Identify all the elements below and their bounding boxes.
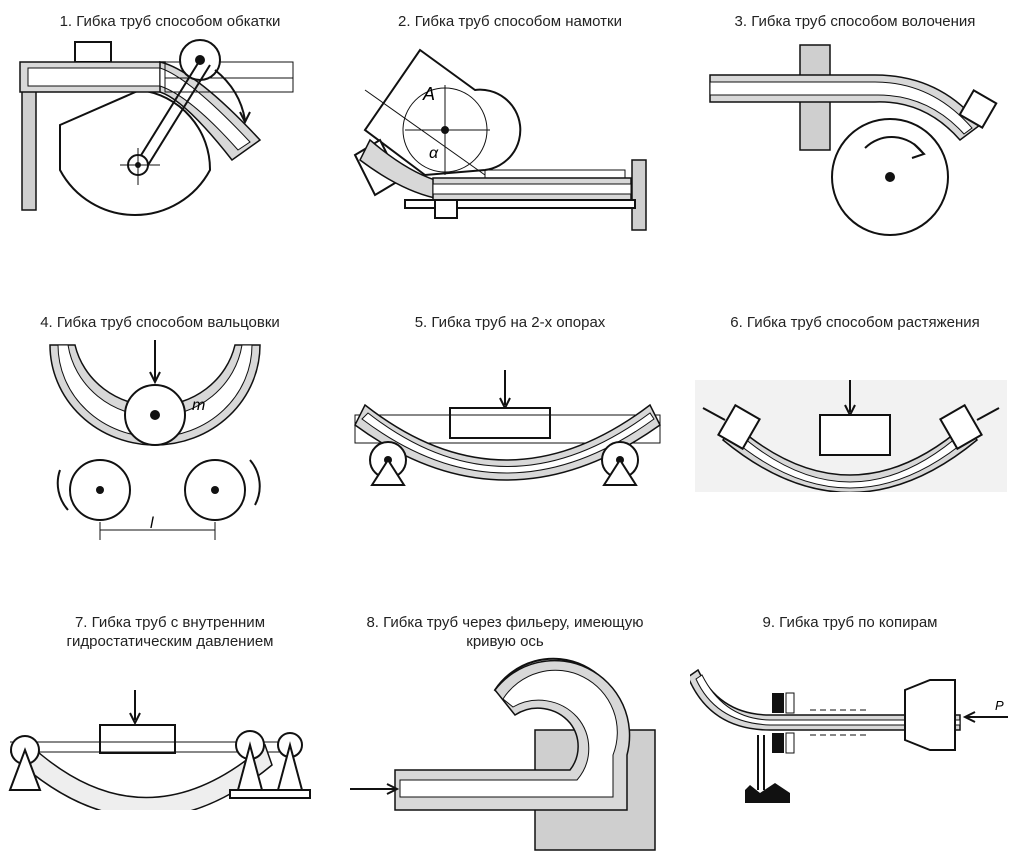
caption-8: 8. Гибка труб через фильеру, имеющую кри… <box>366 614 644 650</box>
caption-7: 7. Гибка труб с внутренним гидростатичес… <box>66 614 274 650</box>
diagram-winding-bending: A α <box>353 48 647 231</box>
caption-4: 4. Гибка труб способом вальцовки <box>40 314 280 331</box>
label-l: l <box>150 515 154 532</box>
label-m: m <box>192 397 205 414</box>
caption-6: 6. Гибка труб способом растяжения <box>730 314 980 331</box>
caption-5: 5. Гибка труб на 2-х опорах <box>414 314 606 331</box>
caption-9: 9. Гибка труб по копирам <box>762 614 938 631</box>
caption-3: 3. Гибка труб способом волочения <box>734 13 976 30</box>
caption-1: 1. Гибка труб способом обкатки <box>59 13 281 30</box>
diagram-drawing-bending <box>709 44 998 236</box>
label-a: A <box>422 84 435 104</box>
label-p: P <box>995 698 1004 713</box>
label-alpha: α <box>429 145 439 162</box>
diagram-roll-bending <box>19 39 294 216</box>
diagram-two-supports <box>354 370 661 486</box>
diagram-template-bending: P <box>690 668 1008 803</box>
caption-2: 2. Гибка труб способом намотки <box>398 13 622 30</box>
diagram-stretch-bending <box>695 380 1007 492</box>
diagram-curved-die <box>350 657 656 851</box>
diagram-hydrostatic-bending <box>8 690 311 810</box>
diagram-roll-forming: m l <box>49 340 261 540</box>
